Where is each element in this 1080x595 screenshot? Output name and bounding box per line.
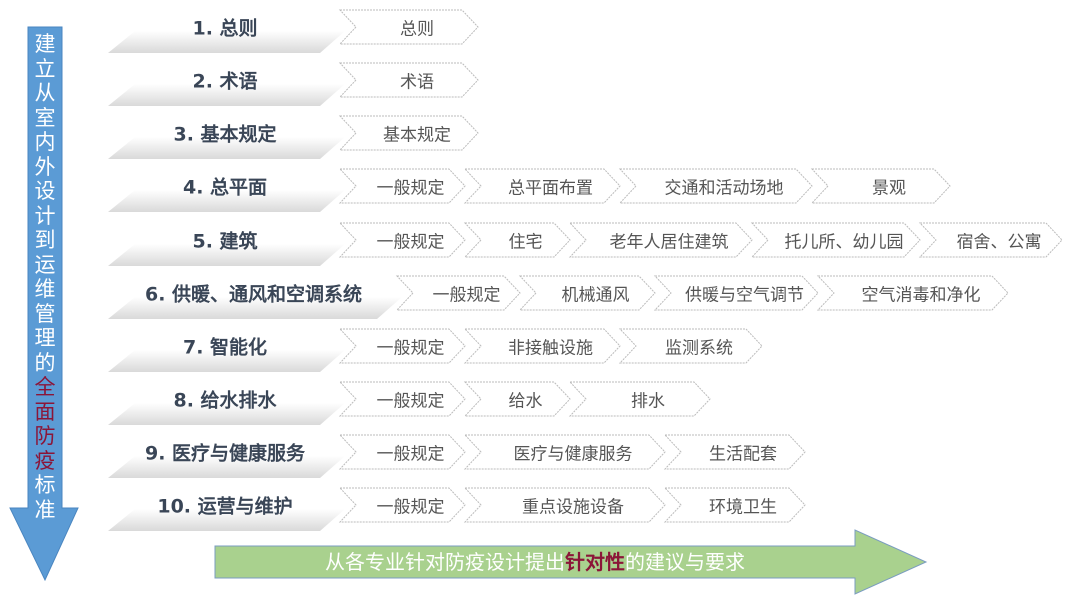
chevron-item: 术语 [400,72,434,93]
chevron-shape [338,434,466,470]
chevron-item: 总则 [400,19,434,40]
row-label-band [108,31,345,53]
chevron-item: 交通和活动场地 [664,178,784,199]
bottom-arrow-text-main: 从各专业针对防疫设计提出 [325,550,565,574]
row-label: 9. 医疗与健康服务 [144,442,306,465]
row-label-band [108,297,402,319]
left-arrow-shape [9,26,79,582]
chevron-item: 环境卫生 [709,497,777,518]
row-label-band [108,403,345,425]
chevron-item: 一般规定 [376,391,445,412]
chevron-item: 一般规定 [376,338,445,359]
chevron-item: 生活配套 [709,444,777,465]
chevron-item: 监测系统 [665,338,733,359]
left-arrow-text: 建立从室内外设计到运维管理的全面防疫标准 [28,32,62,522]
bottom-arrow-text-end: 的建议与要求 [625,550,745,574]
row-label-band [108,509,345,531]
chevron-shape [338,62,479,98]
chevron-item: 老年人居住建筑 [609,232,729,253]
row-label-band [108,190,345,212]
chevron-shape [338,328,466,364]
chevron-item: 空气消毒和净化 [861,285,981,306]
row-label: 1. 总则 [192,17,258,40]
row-label: 7. 智能化 [182,336,268,359]
chevron-shape [663,434,806,470]
row-label: 4. 总平面 [182,176,268,199]
chevron-shape [338,168,466,204]
chevron-shape [568,222,753,258]
chevron-shape [463,487,666,523]
chevron-shape [816,275,1009,311]
row-label-band [108,84,345,106]
row-label-band [108,350,345,372]
chevron-item: 医疗与健康服务 [513,444,633,465]
chevron-shape [463,168,621,204]
chevron-shape [918,222,1063,258]
bottom-arrow-text-highlight: 针对性 [565,550,625,574]
chevron-item: 重点设施设备 [522,497,624,518]
row-label: 5. 建筑 [192,230,258,253]
chevron-item: 供暖与空气调节 [685,285,804,306]
chevron-item: 托儿所、幼儿园 [784,232,904,253]
chevron-shape [463,434,666,470]
row-label: 8. 给水排水 [173,389,277,412]
chevron-shape [618,328,763,364]
chevron-item: 总平面布置 [508,178,593,199]
chevron-shape [618,168,813,204]
left-arrow-text-end: 标准 [34,473,56,522]
chevron-item: 一般规定 [432,285,501,306]
chevron-item: 排水 [631,391,665,412]
row-label: 10. 运营与维护 [157,495,293,518]
left-arrow-text-main: 建立从室内外设计到运维管理的 [34,32,56,375]
chevron-shape [338,487,466,523]
row-label-band [108,244,345,266]
chevron-item: 一般规定 [376,232,445,253]
chevron-shape [810,168,951,204]
chevron-item: 一般规定 [376,497,445,518]
chevron-shape [750,222,921,258]
chevron-shape [395,275,521,311]
chevron-shape [663,487,806,523]
chevron-shape [518,275,656,311]
row-label: 2. 术语 [192,70,258,93]
chevron-shape [463,328,621,364]
left-arrow-text-highlight: 全面防疫 [34,375,56,473]
chevron-item: 给水 [508,391,543,412]
chevron-item: 一般规定 [376,178,445,199]
chevron-item: 机械通风 [561,285,630,306]
chevron-item: 宿舍、公寓 [956,232,1042,253]
chevron-shape [463,222,571,258]
chevron-item: 住宅 [508,232,543,253]
chevron-item: 景观 [872,178,906,199]
row-label: 6. 供暖、通风和空调系统 [144,283,363,306]
chevron-shape [463,381,571,417]
row-label: 3. 基本规定 [173,123,277,146]
chevron-shape [338,115,479,151]
chevron-item: 一般规定 [376,444,445,465]
chevron-shape [338,381,466,417]
chevron-shape [338,9,479,45]
chevron-item: 非接触设施 [508,338,593,359]
chevron-item: 基本规定 [383,125,451,146]
chevron-shape [338,222,466,258]
chevron-shape [653,275,819,311]
bottom-arrow-shape [214,529,928,595]
bottom-arrow-text: 从各专业针对防疫设计提出针对性的建议与要求 [215,548,855,576]
row-label-band [108,456,345,478]
chevron-shape [568,381,711,417]
row-label-band [108,137,345,159]
